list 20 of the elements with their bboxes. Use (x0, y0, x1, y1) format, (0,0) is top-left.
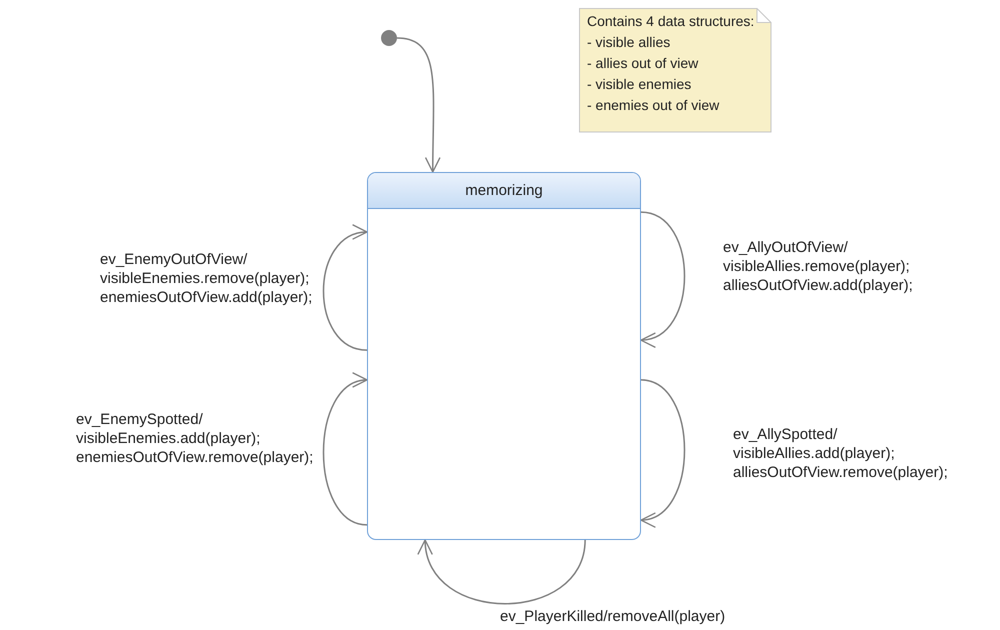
note-text: - visible allies (587, 33, 670, 52)
edge-label: ev_EnemyOutOfView/ visibleEnemies.remove(player); enemiesOutOfView.add(player); (100, 250, 312, 307)
initial-state-dot (381, 30, 397, 46)
note (579, 8, 772, 133)
note-text: Contains 4 data structures: (587, 12, 754, 31)
note-text: - enemies out of view (587, 96, 720, 115)
state-box (367, 172, 641, 540)
edge-label: ev_AllyOutOfView/ visibleAllies.remove(player); alliesOutOfView.add(player); (723, 238, 913, 295)
note-text: - visible enemies (587, 75, 692, 94)
edge-label: ev_EnemySpotted/ visibleEnemies.add(player); enemiesOutOfView.remove(player); (76, 410, 314, 467)
arrow (322, 375, 368, 526)
arrow (322, 226, 368, 351)
edge-label: ev_AllySpotted/ visibleAllies.add(player); alliesOutOfView.remove(player); (733, 425, 948, 482)
state-title: memorizing (368, 173, 640, 209)
arrow (640, 379, 686, 525)
edge-label: ev_PlayerKilled/removeAll(player) (500, 607, 726, 626)
note-text: - allies out of view (587, 54, 698, 73)
arrow (420, 539, 586, 604)
arrow (396, 37, 441, 173)
arrow (640, 211, 686, 346)
